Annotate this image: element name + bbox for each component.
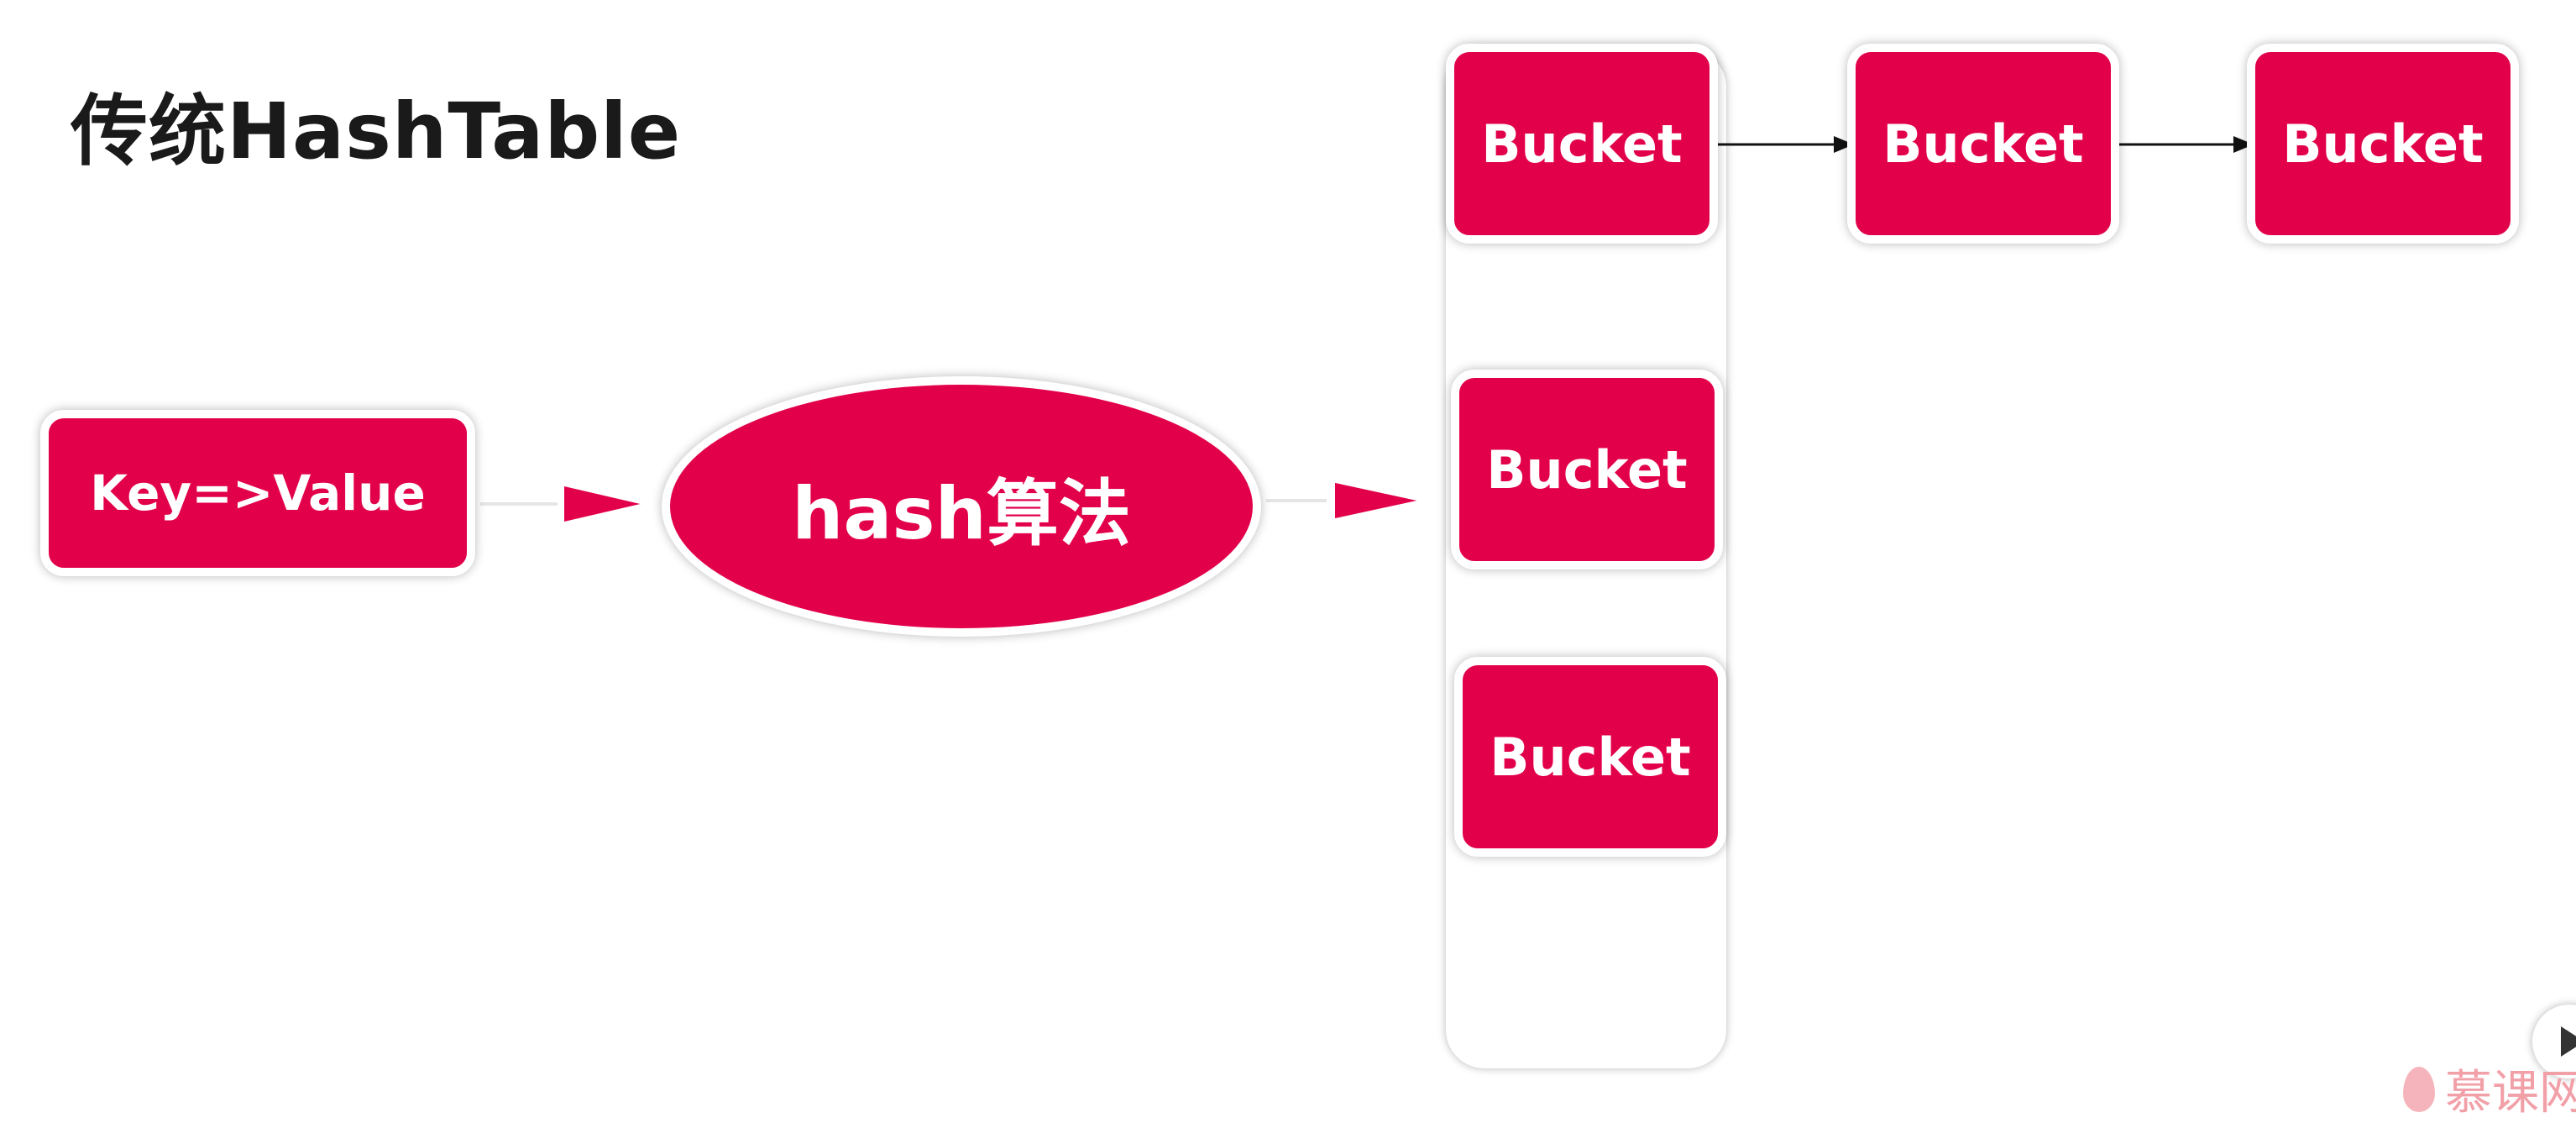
- key-value-node: Key=>Value: [40, 410, 475, 576]
- arrowhead-kv-to-hash: [558, 479, 658, 529]
- arrowhead-hash-to-bucket: [1328, 475, 1436, 526]
- flame-icon: [2403, 1066, 2435, 1112]
- bucket-node-3: Bucket: [1454, 657, 1726, 857]
- page-title: 传统HashTable: [71, 87, 682, 176]
- bucket-node-chain-1: Bucket: [1446, 44, 1718, 244]
- bucket-node-chain-3: Bucket: [2247, 44, 2519, 244]
- bucket-node-chain-2: Bucket: [1847, 44, 2119, 244]
- watermark-text: 慕课网: [2445, 1066, 2576, 1120]
- bucket-node-2: Bucket: [1451, 370, 1723, 569]
- hash-algorithm-node: hash算法: [662, 376, 1261, 637]
- watermark-logo: 慕课网: [2403, 1055, 2576, 1123]
